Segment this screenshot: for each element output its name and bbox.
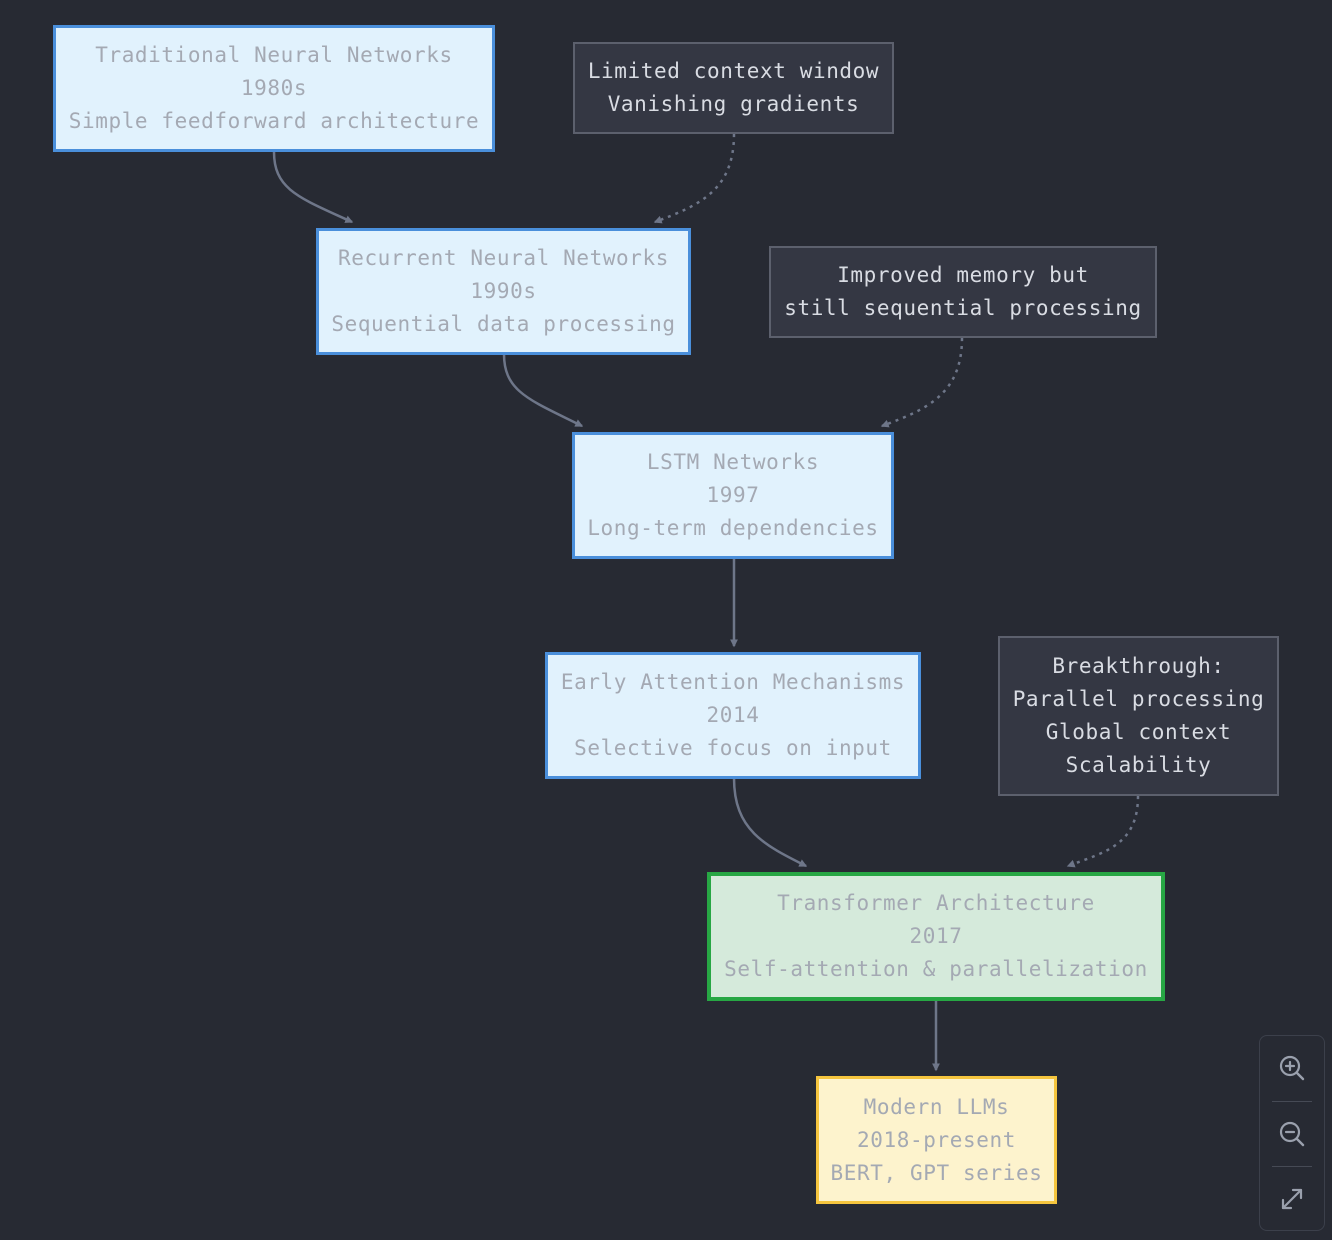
note-limitations[interactable]: Limited context window Vanishing gradien… [573, 42, 894, 134]
node-description: BERT, GPT series [830, 1160, 1043, 1185]
node-traditional-neural-networks[interactable]: Traditional Neural Networks 1980s Simple… [53, 25, 495, 152]
edge-traditional-to-rnn [272, 151, 354, 224]
edge-note-memory-to-lstm [880, 337, 964, 428]
note-line: Scalability [1065, 753, 1212, 777]
edge-rnn-to-lstm [502, 353, 584, 428]
node-year: 2017 [909, 924, 963, 948]
node-description: Sequential data processing [331, 312, 676, 336]
node-title: Recurrent Neural Networks [337, 246, 670, 270]
note-line: Limited context window [587, 59, 880, 83]
node-description: Simple feedforward architecture [68, 109, 480, 133]
node-lstm-networks[interactable]: LSTM Networks 1997 Long-term dependencie… [572, 432, 894, 559]
zoom-in-icon [1279, 1055, 1305, 1081]
note-line: Improved memory but [837, 263, 1089, 287]
edge-note-breakthrough-to-transformer [1066, 795, 1140, 868]
note-line: still sequential processing [784, 296, 1142, 320]
note-improved-memory[interactable]: Improved memory but still sequential pro… [769, 246, 1157, 338]
node-title: Modern LLMs [863, 1094, 1010, 1119]
node-title: Transformer Architecture [777, 891, 1095, 915]
node-transformer-architecture[interactable]: Transformer Architecture 2017 Self-atten… [707, 872, 1165, 1001]
zoom-divider [1272, 1166, 1312, 1167]
node-title: Early Attention Mechanisms [560, 670, 906, 694]
zoom-out-button[interactable] [1260, 1102, 1324, 1166]
zoom-in-button[interactable] [1260, 1036, 1324, 1100]
node-year: 1990s [470, 279, 537, 303]
node-early-attention-mechanisms[interactable]: Early Attention Mechanisms 2014 Selectiv… [545, 652, 921, 779]
zoom-out-icon [1279, 1121, 1305, 1147]
zoom-divider [1272, 1101, 1312, 1102]
node-description: Selective focus on input [574, 736, 892, 760]
edge-note-limits-to-rnn [653, 133, 736, 224]
note-line: Global context [1045, 720, 1232, 744]
expand-icon [1281, 1188, 1303, 1210]
node-year: 2014 [706, 703, 760, 727]
note-line: Vanishing gradients [607, 92, 860, 116]
node-recurrent-neural-networks[interactable]: Recurrent Neural Networks 1990s Sequenti… [316, 228, 691, 355]
fit-view-button[interactable] [1260, 1167, 1324, 1231]
node-title: LSTM Networks [646, 450, 820, 474]
node-year: 1997 [706, 483, 760, 507]
node-year: 1980s [240, 76, 308, 100]
node-year: 2018-present [857, 1127, 1016, 1152]
node-description: Self-attention & parallelization [724, 957, 1148, 981]
node-description: Long-term dependencies [587, 516, 879, 540]
node-modern-llms[interactable]: Modern LLMs 2018-present BERT, GPT serie… [816, 1076, 1057, 1204]
node-title: Traditional Neural Networks [95, 43, 453, 67]
edge-attention-to-transformer [732, 777, 808, 868]
note-breakthrough[interactable]: Breakthrough: Parallel processing Global… [998, 636, 1279, 796]
note-line: Breakthrough: [1052, 654, 1225, 678]
note-line: Parallel processing [1012, 687, 1265, 711]
zoom-controls [1259, 1035, 1325, 1231]
